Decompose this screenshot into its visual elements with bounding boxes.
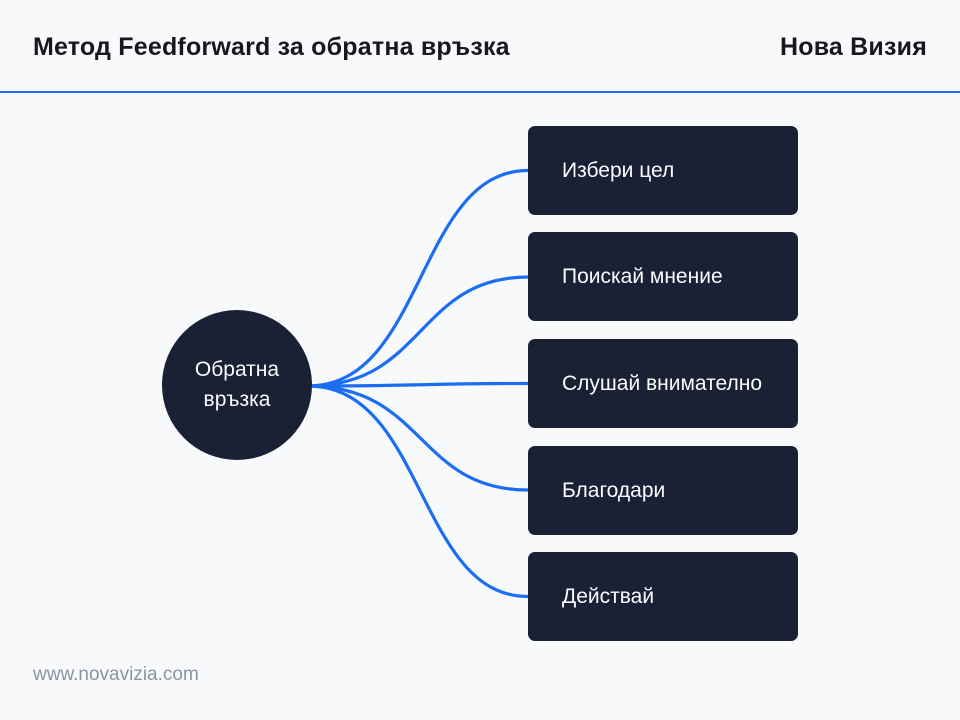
header-bar: Метод Feedforward за обратна връзка Нова… xyxy=(0,0,960,93)
website-url: www.novavizia.com xyxy=(33,664,199,685)
step-box-3: Слушай внимателно xyxy=(528,339,798,428)
step-box-label: Поискай мнение xyxy=(562,264,723,288)
connector-line-5 xyxy=(306,384,530,599)
center-node-label: Обратна връзка xyxy=(194,358,280,411)
connector-line-4 xyxy=(306,384,530,492)
step-box-4: Благодари xyxy=(528,446,798,535)
connector-line-1 xyxy=(306,168,530,388)
step-box-label: Слушай внимателно xyxy=(562,371,763,395)
step-box-label: Действай xyxy=(562,584,655,608)
brand-name: Нова Визия xyxy=(779,33,927,61)
step-box-5: Действай xyxy=(528,552,798,641)
step-box-label: Избери цел xyxy=(562,158,675,182)
step-box-1: Избери цел xyxy=(528,126,798,215)
connector-line-2 xyxy=(306,275,530,388)
step-box-2: Поискай мнение xyxy=(528,232,798,321)
center-node: Обратна връзка xyxy=(162,310,312,460)
step-box-label: Благодари xyxy=(562,478,666,502)
connector-line-3 xyxy=(306,381,530,388)
page-title: Метод Feedforward за обратна връзка xyxy=(33,33,510,61)
